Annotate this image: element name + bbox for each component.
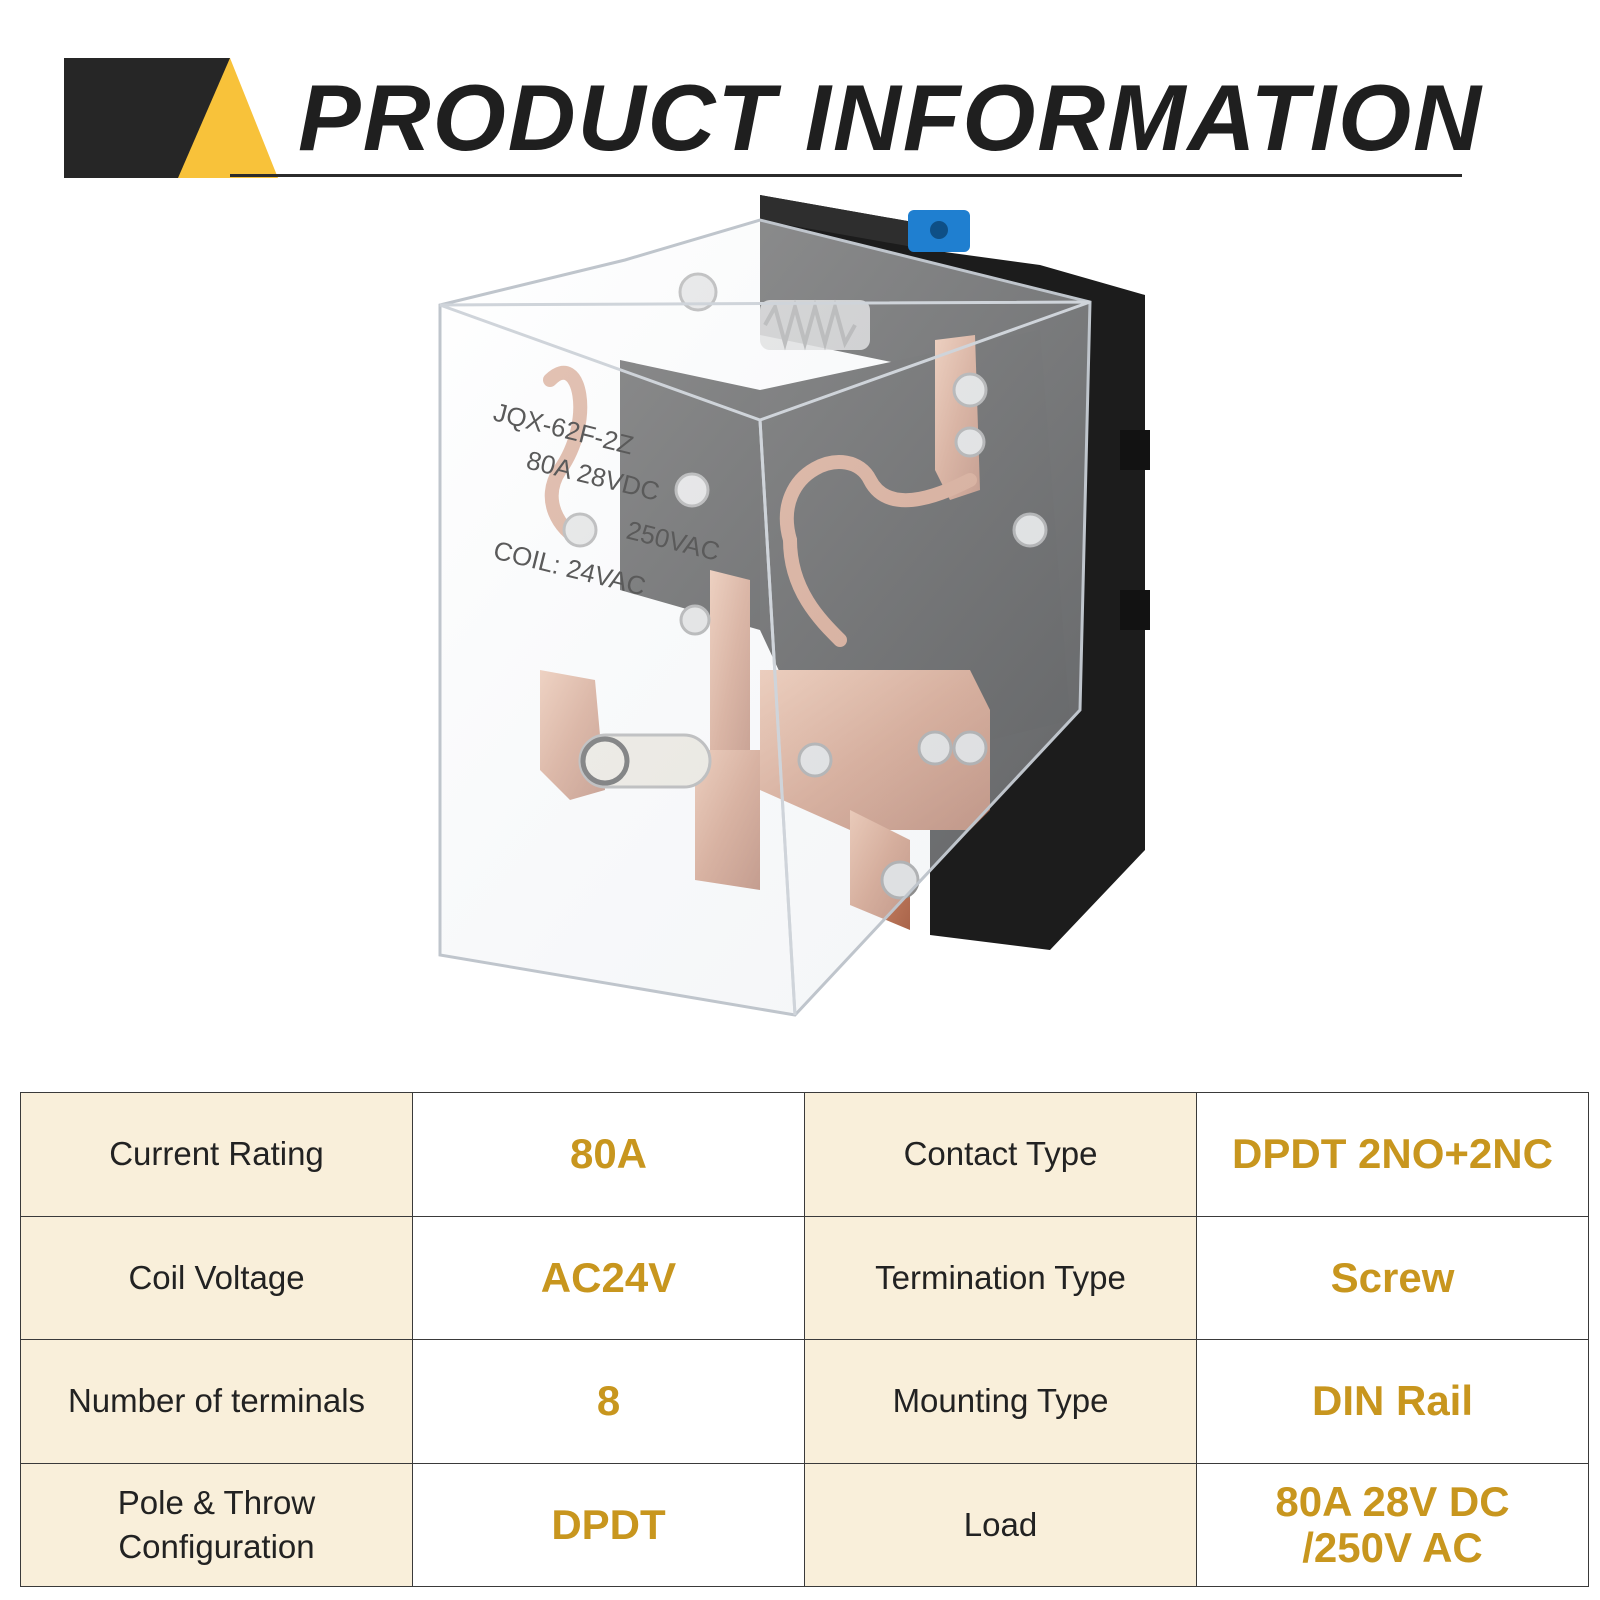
spec-table: Current Rating 80A Contact Type DPDT 2NO… <box>20 1092 1589 1587</box>
spec-label-contact-type: Contact Type <box>804 1092 1197 1217</box>
table-row: Coil Voltage AC24V Termination Type Scre… <box>20 1215 1589 1340</box>
spec-label-load: Load <box>804 1462 1197 1587</box>
spec-label-current-rating: Current Rating <box>20 1092 413 1217</box>
table-row: Current Rating 80A Contact Type DPDT 2NO… <box>20 1092 1589 1217</box>
test-button-icon <box>908 210 970 252</box>
header-dark-block <box>64 58 230 178</box>
spec-value-coil-voltage: AC24V <box>412 1215 805 1340</box>
spec-value-current-rating: 80A <box>412 1092 805 1217</box>
relay-icon: JQX-62F-2Z 80A 28VDC 250VAC COIL: 24VAC <box>438 195 1150 1017</box>
header-underline <box>230 174 1462 177</box>
spec-value-load: 80A 28V DC /250V AC <box>1196 1462 1589 1587</box>
spec-label-pole-throw: Pole & Throw Configuration <box>20 1462 413 1587</box>
spec-label-termination-type: Termination Type <box>804 1215 1197 1340</box>
table-row: Number of terminals 8 Mounting Type DIN … <box>20 1339 1589 1464</box>
table-row: Pole & Throw Configuration DPDT Load 80A… <box>20 1462 1589 1587</box>
spec-value-contact-type: DPDT 2NO+2NC <box>1196 1092 1589 1217</box>
page-title: PRODUCT INFORMATION <box>298 65 1484 170</box>
spec-label-coil-voltage: Coil Voltage <box>20 1215 413 1340</box>
spec-label-number-of-terminals: Number of terminals <box>20 1339 413 1464</box>
spec-value-termination-type: Screw <box>1196 1215 1589 1340</box>
spec-label-mounting-type: Mounting Type <box>804 1339 1197 1464</box>
spec-value-number-of-terminals: 8 <box>412 1339 805 1464</box>
spec-value-pole-throw: DPDT <box>412 1462 805 1587</box>
spec-value-mounting-type: DIN Rail <box>1196 1339 1589 1464</box>
